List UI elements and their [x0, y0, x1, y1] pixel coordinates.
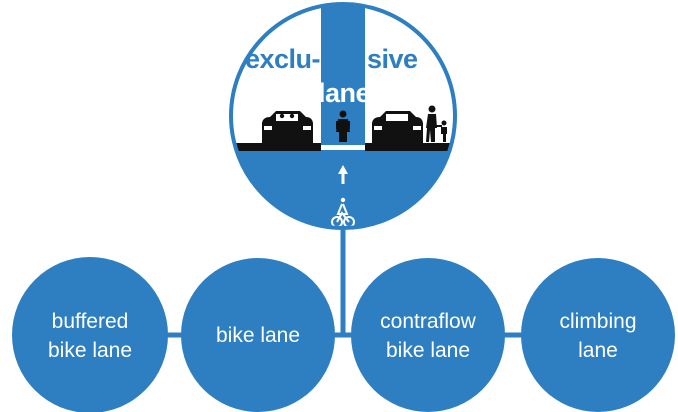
- bubble-contraflow-bike-lane: [351, 258, 505, 412]
- main-word-left: exclu-: [244, 44, 321, 74]
- road-surface-left: [231, 143, 321, 151]
- bubble-label-buffered-bike-lane: buffered bike lane: [15, 307, 165, 365]
- arrow-up-icon: [338, 165, 348, 184]
- bicycle-symbol-icon: [331, 197, 355, 228]
- bubble-label-line: contraflow: [380, 310, 476, 333]
- bubble-label-climbing-lane: climbing lane: [523, 307, 673, 365]
- bubble-label-line: bike lane: [47, 339, 133, 362]
- bubble-label-contraflow-bike-lane: contraflow bike lane: [353, 307, 503, 365]
- main-word-right: sive: [367, 44, 418, 74]
- car-icon: [262, 111, 313, 143]
- bubble-bike-lane: [181, 258, 335, 412]
- bubble-climbing-lane: [521, 258, 675, 412]
- bubble-label-line: climbing: [559, 310, 637, 333]
- pedestrians-icon: [426, 105, 447, 142]
- lane-marking: [321, 145, 365, 150]
- main-circle-border: [229, 2, 457, 230]
- car-icon: [372, 111, 423, 143]
- road-surface-right: [365, 143, 455, 151]
- bubble-label-bike-lane: bike lane: [183, 321, 333, 350]
- bubble-label-line: bike lane: [385, 339, 471, 362]
- cyclist-icon: [336, 110, 350, 142]
- bubble-label-line: bike lane: [215, 324, 301, 347]
- lane-marking-strip: [339, 151, 347, 228]
- main-word-center: lane: [318, 78, 371, 108]
- bubble-label-line: buffered: [51, 310, 129, 333]
- bubble-buffered-bike-lane: [12, 257, 168, 412]
- bubble-label-line: lane: [578, 339, 618, 362]
